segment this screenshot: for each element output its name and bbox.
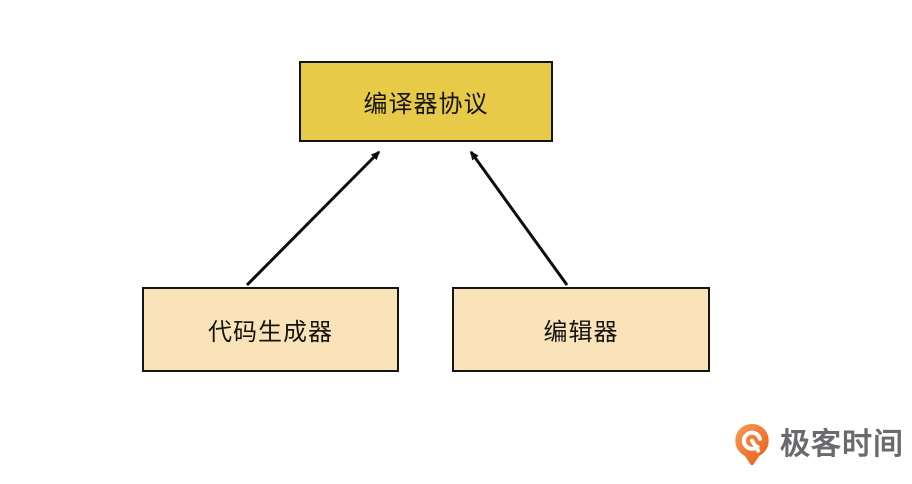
edge-editor-to-protocol [469, 150, 569, 286]
node-code-generator-label: 代码生成器 [208, 319, 333, 346]
node-editor-label: 编辑器 [543, 319, 619, 346]
edge-codegen-to-protocol [245, 150, 381, 287]
node-compiler-protocol-label: 编译器协议 [363, 91, 489, 118]
geektime-logo-icon [735, 424, 769, 466]
node-editor: 编辑器 [452, 287, 710, 372]
geektime-logo: 极客时间 [732, 422, 904, 468]
geektime-logo-text: 极客时间 [780, 428, 904, 461]
node-code-generator: 代码生成器 [142, 287, 399, 372]
node-compiler-protocol: 编译器协议 [299, 61, 553, 142]
